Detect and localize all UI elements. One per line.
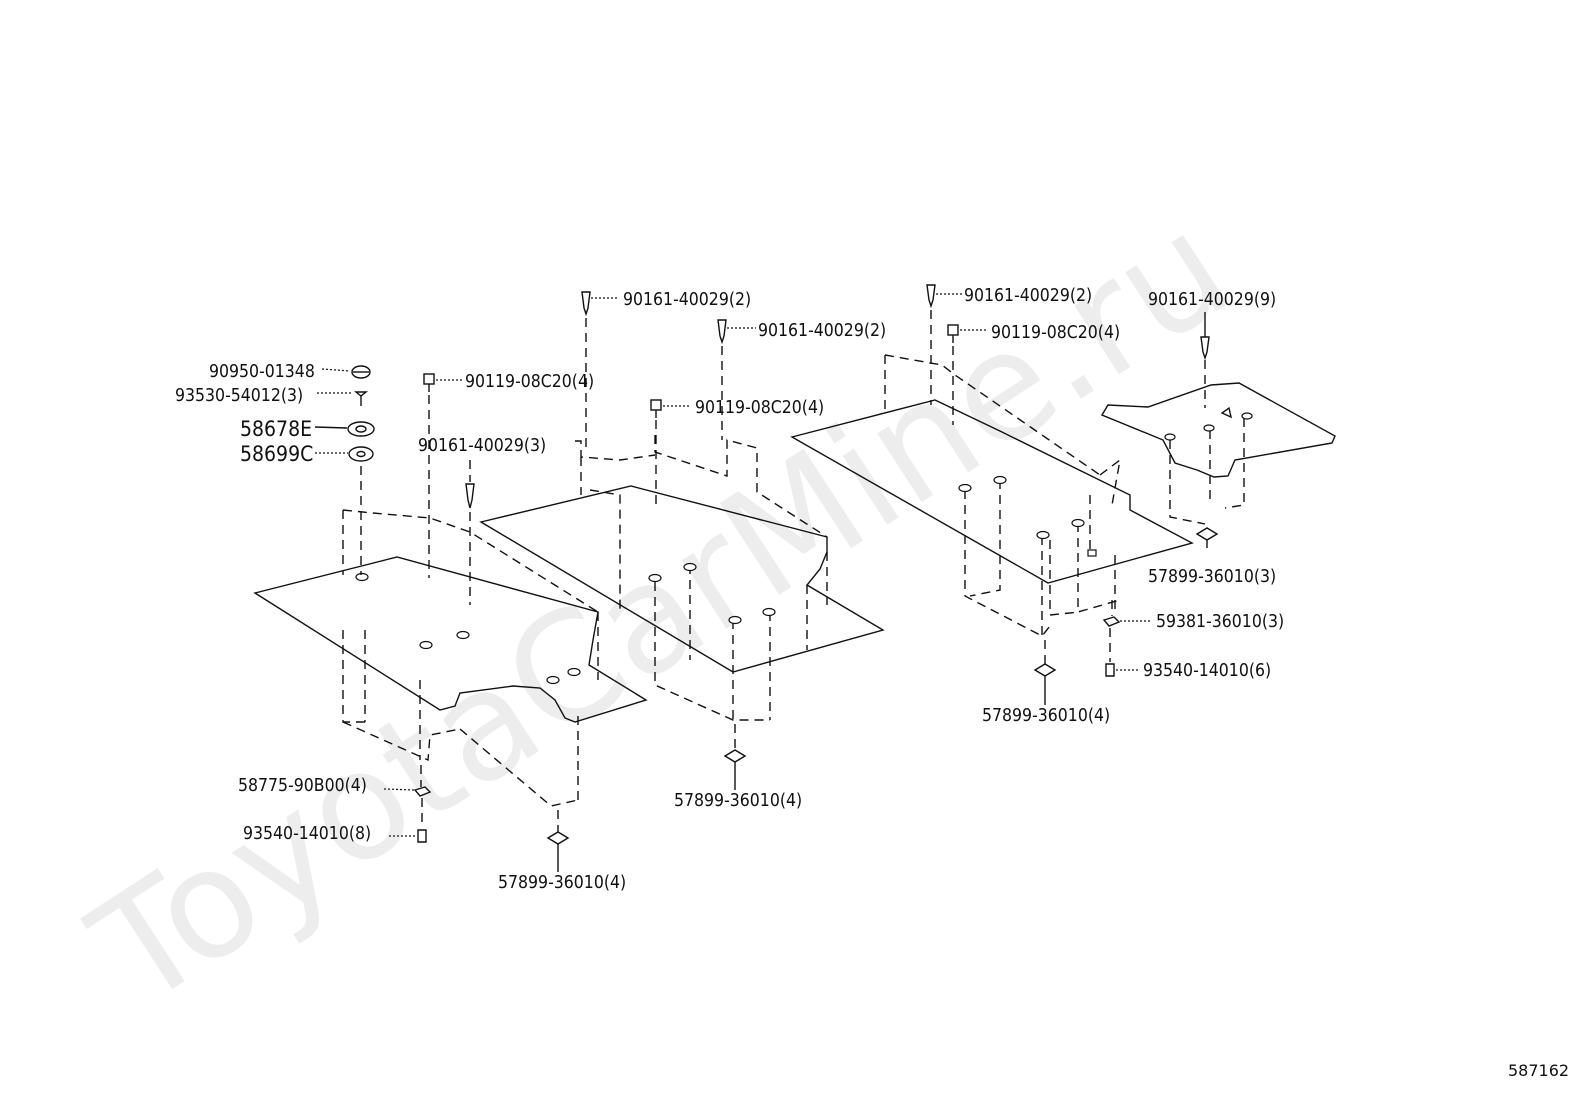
- callout-label: 90161-40029(2): [758, 321, 886, 341]
- callout-label: 58699C: [240, 442, 313, 466]
- callout-label: 93540-14010(8): [243, 824, 371, 844]
- callout-label: 90161-40029(2): [964, 286, 1092, 306]
- callout-label: 93540-14010(6): [1143, 661, 1271, 681]
- callout-label: 57899-36010(3): [1148, 567, 1276, 587]
- undercover-panel-center: [790, 354, 1194, 637]
- bolt-icon: [650, 399, 662, 505]
- screw-icon: [417, 798, 427, 843]
- screw-icon: [581, 291, 591, 447]
- bolt-icon: [947, 324, 959, 425]
- clip-icon: [413, 765, 432, 797]
- callout-label: 58678E: [240, 417, 312, 441]
- bolt-icon: [423, 373, 435, 578]
- cage-nut-icon: [546, 810, 570, 872]
- cage-nut-icon: [1033, 640, 1057, 705]
- clip-stack-icon: [347, 365, 375, 575]
- screw-icon: [717, 319, 727, 440]
- callout-label: 57899-36010(4): [674, 791, 802, 811]
- callout-label: 93530-54012(3): [175, 386, 303, 406]
- callout-label: 90161-40029(2): [623, 290, 751, 310]
- figure-number: 587162: [1508, 1061, 1569, 1080]
- callout-label: 90161-40029(3): [418, 436, 546, 456]
- callout-label: 90119-08C20(4): [695, 398, 824, 418]
- cage-nut-icon: [723, 724, 747, 790]
- callout-label: 57899-36010(4): [498, 873, 626, 893]
- callout-label: 90119-08C20(4): [465, 372, 594, 392]
- undercover-panel-rear: [1100, 382, 1336, 525]
- clip-icon: [1102, 600, 1121, 627]
- undercover-panel-front-left: [253, 509, 648, 807]
- callout-label: 59381-36010(3): [1156, 612, 1284, 632]
- screw-icon: [1105, 628, 1115, 677]
- undercover-panel-front-center: [479, 435, 885, 721]
- callout-label: 90161-40029(9): [1148, 290, 1276, 310]
- callout-label: 58775-90B00(4): [238, 776, 367, 796]
- callout-label: 57899-36010(4): [982, 706, 1110, 726]
- callout-label: 90119-08C20(4): [991, 323, 1120, 343]
- screw-icon: [926, 284, 936, 405]
- screw-icon: [1200, 312, 1210, 408]
- screw-icon: [465, 460, 475, 605]
- callout-label: 90950-01348: [209, 362, 315, 382]
- cage-nut-icon: [1195, 527, 1219, 548]
